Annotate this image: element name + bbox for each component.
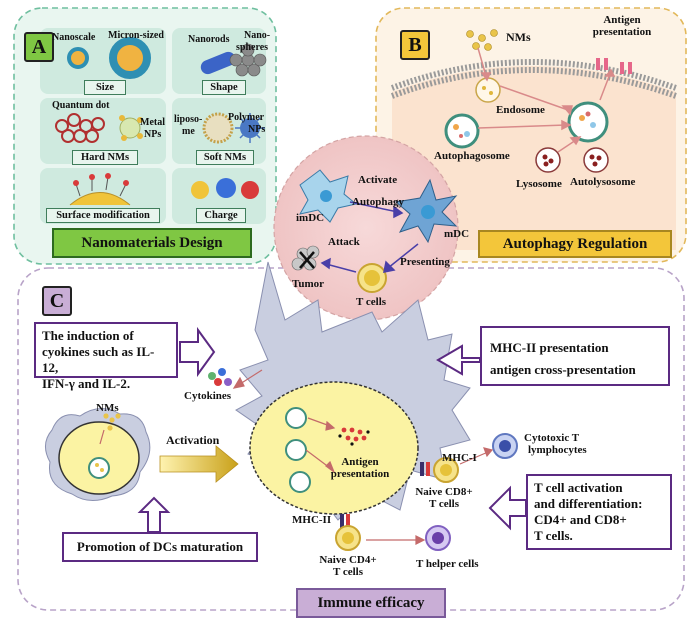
induction-arrow [179,326,216,378]
size-left-label: Nanoscale [52,32,96,43]
attack-label: Attack [328,236,360,248]
lysosome-vesicle [535,147,561,173]
induction-line-1: The induction of [42,328,134,343]
mhc-arrow [436,344,481,376]
shape-left-label: Nanorods [188,34,230,45]
hard-right-label-2: NPs [144,129,162,140]
panel-a-letter: A [24,32,54,62]
soft-right-label-2: NPs [248,124,266,135]
hard-left-label: Quantum dot [52,100,110,111]
naive-cd8-label-1: Naive CD8+ [415,486,473,498]
surface-caption: Surface modification [46,208,160,223]
charge-caption: Charge [196,208,246,223]
soft-left-label-2: me [182,126,195,137]
t-cells-label: T cells [356,296,387,308]
activate-label: Activate [358,174,398,186]
tcell-line-4: T cells. [534,528,573,543]
autolysosome-vesicle [567,101,609,143]
tcell-arrow [488,485,527,531]
induction-line-3: IFN-γ and IL-2. [42,376,131,391]
mhc-line-1: MHC-II presentation [490,340,609,355]
soft-caption: Soft NMs [196,150,254,165]
mdc-label: mDC [444,228,470,240]
shape-caption: Shape [202,80,246,95]
panel-c-nms: NMs [96,402,119,414]
mhc-i-label: MHC-I [442,452,477,464]
soft-left-label-1: liposo- [174,114,203,125]
panel-b-antigen-2: presentation [592,26,652,38]
panel-c-letter: C [42,286,72,316]
autolysosome-label: Autolysosome [570,176,636,188]
panel-b-nms: NMs [506,30,531,44]
mhc-line-2: antigen cross-presentation [490,362,636,377]
size-right-label: Micron-sized [108,30,164,41]
promotion-box: Promotion of DCs maturation [62,532,258,562]
panel-a-title: Nanomaterials Design [52,228,252,258]
naive-cd8-label-2: T cells [428,498,460,510]
autophagosome-vesicle [444,113,480,149]
autophagy-label: Autophagy [352,196,404,208]
autophagosome-label: Autophagosome [434,150,510,162]
tcell-line-1: T cell activation [534,480,623,495]
endosome-label: Endosome [496,104,545,116]
shape-right-label-2: spheres [236,42,269,53]
cytotoxic-label-2: lymphocytes [528,444,587,456]
shape-right-label-1: Nano- [244,30,271,41]
cytotoxic-label-1: Cytotoxic T [524,432,580,444]
antigen-pres-2: presentation [330,468,390,480]
tcell-line-3: CD4+ and CD8+ [534,512,627,527]
naive-cd4-label-1: Naive CD4+ [319,554,377,566]
naive-cd4-label-2: T cells [332,566,364,578]
tumor-label: Tumor [292,278,324,290]
t-helper-label: T helper cells [416,558,479,570]
panel-c-title: Immune efficacy [296,588,446,618]
activation-label: Activation [166,433,220,447]
panel-b-letter: B [400,30,430,60]
imdc-label: imDC [296,212,325,224]
induction-box: The induction of cyokines such as IL-12,… [34,322,178,391]
activation-arrow [159,445,239,483]
nms-dots [466,29,498,51]
tcell-box: T cell activation and differentiation: C… [526,474,672,550]
mhc-box: MHC-II presentation antigen cross-presen… [480,326,670,386]
tcell-line-2: and differentiation: [534,496,643,511]
antigen-pres-1: Antigen [341,456,379,468]
size-caption: Size [84,80,126,95]
soft-right-label-1: Polymer [228,112,265,123]
mhc-ii-label: MHC-II [292,514,332,526]
cytokines-label: Cytokines [184,390,232,402]
panel-b-antigen-1: Antigen [603,14,641,26]
presenting-label: Presenting [400,256,450,268]
lysosome-label: Lysosome [516,178,562,190]
hard-caption: Hard NMs [72,150,138,165]
panel-b-title: Autophagy Regulation [478,230,672,258]
induction-line-2: cyokines such as IL-12, [42,344,155,375]
hard-right-label-1: Metal [140,117,165,128]
endosome-vesicle [475,77,501,103]
